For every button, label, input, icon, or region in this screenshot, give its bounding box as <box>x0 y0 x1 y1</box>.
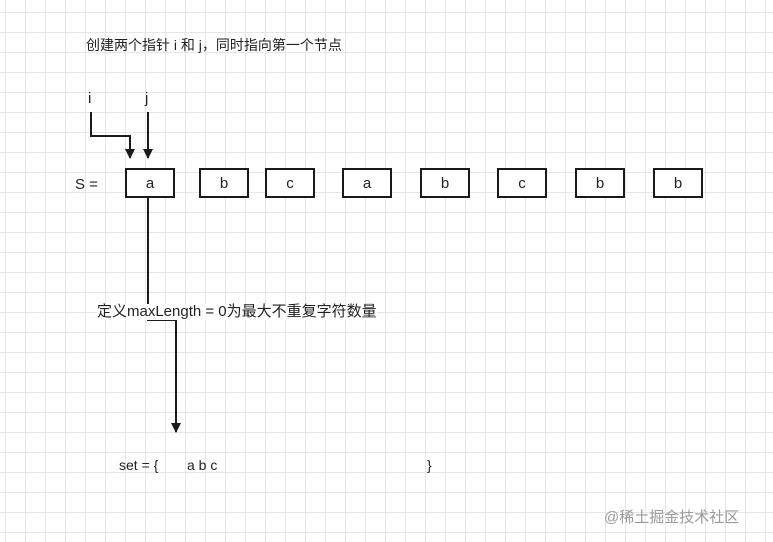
string-cell-6: b <box>575 168 625 198</box>
set-open: set = { <box>119 457 159 473</box>
pointer-j-label: j <box>145 90 149 107</box>
string-cell-5: c <box>497 168 547 198</box>
watermark: @稀土掘金技术社区 <box>604 509 740 526</box>
string-cell-2: c <box>265 168 315 198</box>
set-close: } <box>427 457 432 473</box>
pointer-i-arrow <box>90 112 135 159</box>
pointer-i-label: i <box>88 90 92 107</box>
caption-mid: 定义maxLength = 0为最大不重复字符数量 <box>97 303 377 320</box>
string-cell-4: b <box>420 168 470 198</box>
caption-top: 创建两个指针 i 和 j，同时指向第一个节点 <box>86 37 342 53</box>
set-items: a b c <box>187 457 218 473</box>
string-cell-1: b <box>199 168 249 198</box>
cell-to-set-arrow <box>147 198 181 433</box>
string-cell-3: a <box>342 168 392 198</box>
string-cell-0: a <box>125 168 175 198</box>
string-cell-7: b <box>653 168 703 198</box>
string-label: S = <box>75 176 98 193</box>
